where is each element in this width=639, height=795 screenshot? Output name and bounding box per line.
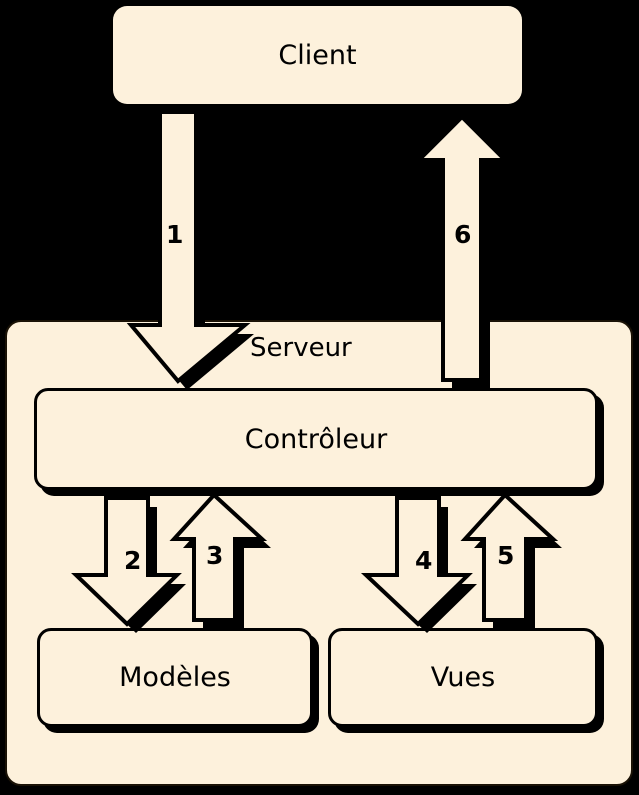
node-controleur: Contrôleur <box>34 388 598 490</box>
node-vues: Vues <box>328 628 598 727</box>
arrow-2-label: 2 <box>124 546 142 575</box>
arrow-1-label: 1 <box>166 220 184 249</box>
node-modeles-label: Modèles <box>119 662 231 693</box>
node-client-label: Client <box>278 39 357 71</box>
arrow-5-label: 5 <box>497 541 515 570</box>
node-client: Client <box>113 6 522 104</box>
arrow-3-label: 3 <box>206 541 224 570</box>
arrow-4-label: 4 <box>415 546 433 575</box>
node-controleur-label: Contrôleur <box>244 423 388 455</box>
arrow-6-label: 6 <box>454 220 472 249</box>
node-vues-label: Vues <box>430 662 496 693</box>
node-serveur-label: Serveur <box>250 333 352 363</box>
node-modeles: Modèles <box>37 628 313 727</box>
